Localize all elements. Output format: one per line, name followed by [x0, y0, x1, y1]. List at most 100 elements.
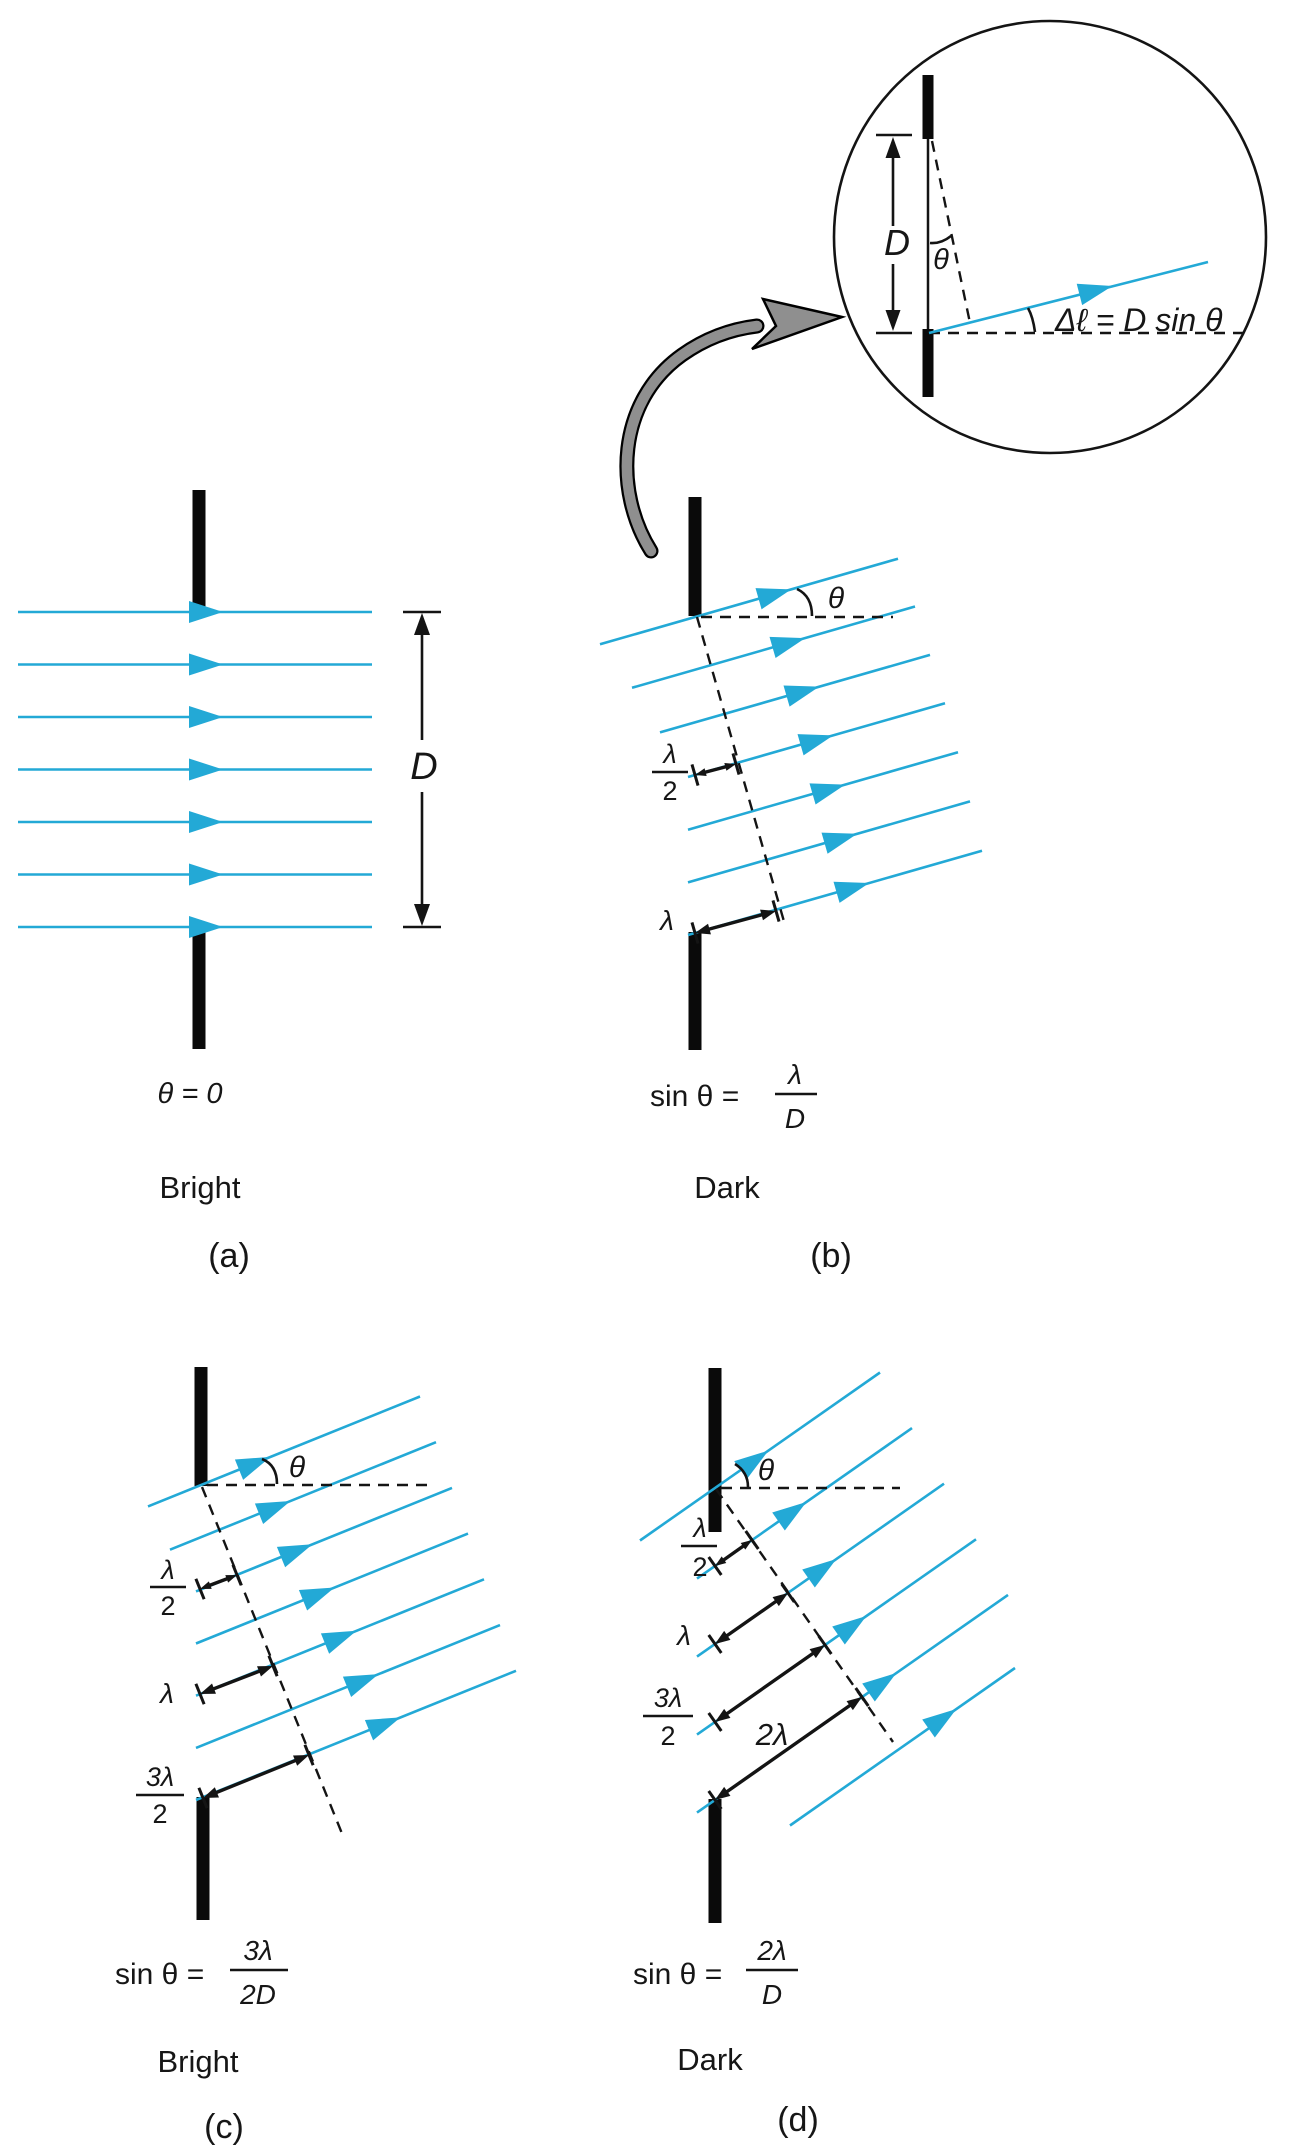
panel-c-half-wavelength-den: 2 [160, 1591, 175, 1621]
panel-d-half-wavelength-num: λ [691, 1513, 706, 1543]
panel-d: θ λ 2 λ 3λ 2 2λ sin θ = 2λ D Dark (d) [633, 1368, 1016, 2139]
panel-b-theta-arc [796, 587, 814, 617]
panel-c-theta-arc [261, 1457, 279, 1485]
inset-theta-arc [929, 234, 952, 245]
ray-arrowhead-icon [922, 1709, 957, 1738]
panel-d-measures [707, 1530, 870, 1810]
measure-arrowhead-icon [715, 1786, 731, 1800]
measure-arrowhead-icon [724, 762, 736, 771]
ray-arrowhead-icon [802, 1559, 837, 1588]
measure-arrowhead-icon [200, 1581, 212, 1589]
ray-arrowhead-icon [189, 863, 223, 886]
panel-c-three-half-num: 3λ [146, 1762, 174, 1792]
ray-arrowhead-icon [254, 1501, 291, 1524]
ray-arrowhead-icon [320, 1630, 357, 1654]
path-difference-arrow [204, 1666, 269, 1694]
panel-b-rays [599, 557, 983, 937]
panel-b-theta-label: θ [828, 582, 845, 615]
panel-d-caption: (d) [777, 2101, 819, 2139]
ray-arrowhead-icon [833, 881, 870, 903]
panel-a-result-label: Bright [160, 1170, 241, 1205]
panel-a-caption: (a) [208, 1237, 250, 1275]
panel-b-half-wavelength-num: λ [661, 739, 676, 769]
path-difference-arrow [700, 910, 771, 934]
inset-slit-bar-top [922, 75, 934, 139]
ray-arrowhead-icon [755, 588, 792, 610]
panel-b-slit-bar-top [688, 497, 702, 616]
measure-arrowhead-icon [695, 768, 707, 777]
inset-hypotenuse-dashed [930, 140, 972, 324]
path-difference-arrow [207, 1755, 305, 1798]
measure-arrowhead-icon [200, 1683, 216, 1694]
panel-d-result-label: Dark [677, 2042, 743, 2077]
panel-b-wavelength-label: λ [658, 905, 674, 936]
panel-b-caption: (b) [810, 1237, 852, 1275]
path-difference-arrow [718, 1595, 785, 1642]
ray-arrowhead-icon [832, 1616, 867, 1645]
panel-c-slit-bar-bottom [196, 1797, 210, 1920]
measure-arrowhead-icon [293, 1755, 309, 1766]
inset-detail: D θ Δℓ = D sin θ [832, 19, 1268, 455]
panel-c-formula-num: 3λ [243, 1935, 272, 1966]
path-difference-arrow [700, 763, 731, 776]
ray-arrowhead-icon [364, 1717, 401, 1741]
panel-b-formula-den: D [785, 1103, 805, 1134]
inset-ray-arrowhead-icon [1076, 283, 1113, 306]
ray-arrowhead-icon [189, 758, 223, 781]
light-ray [147, 1395, 421, 1508]
panel-c-slit-bar-top [194, 1367, 208, 1486]
panel-a-angle-label: θ = 0 [158, 1078, 223, 1110]
pointer-arrowhead-icon [751, 297, 847, 351]
measure-arrowhead-icon [225, 1575, 237, 1583]
measure-arrowhead-icon [715, 1630, 731, 1644]
wavefront-tick [771, 900, 781, 922]
inset-slit-bar-bottom [922, 329, 934, 397]
panel-d-three-half-num: 3λ [654, 1683, 682, 1713]
ray-arrowhead-icon [298, 1587, 335, 1611]
measure-arrowhead-icon [772, 1593, 788, 1607]
panel-c-wavefront-dashed [200, 1486, 345, 1837]
ray-arrowhead-icon [342, 1674, 379, 1698]
ray-arrowhead-icon [772, 1502, 807, 1531]
panel-d-slit-bar-top [708, 1368, 722, 1532]
panel-a-slit-bar-top [192, 490, 206, 608]
panel-b-wavefront-dashed [695, 616, 787, 926]
ray-arrowhead-icon [769, 636, 806, 659]
ray-arrowhead-icon [189, 653, 223, 676]
pointer-arrow-body [621, 320, 763, 557]
panel-b-formula-num: λ [786, 1059, 802, 1090]
panel-d-theta-arc [734, 1462, 750, 1488]
light-ray [195, 1486, 453, 1593]
panel-c-measures [194, 1564, 315, 1809]
ray-arrowhead-icon [276, 1544, 313, 1568]
ray-arrowhead-icon [189, 601, 223, 623]
panel-c-result-label: Bright [158, 2044, 239, 2079]
ray-arrowhead-icon [783, 685, 820, 707]
panel-c-half-wavelength-num: λ [159, 1555, 174, 1585]
inset-light-ray [928, 260, 1209, 335]
panel-c-caption: (c) [204, 2108, 244, 2146]
ray-arrowhead-icon [189, 811, 223, 833]
panel-b-half-wavelength-den: 2 [662, 776, 677, 806]
measure-arrowhead-icon [809, 1645, 825, 1659]
panel-a: D θ = 0 Bright (a) [18, 490, 441, 1275]
light-ray [789, 1666, 1016, 1827]
ray-arrowhead-icon [862, 1673, 897, 1702]
panel-c-rays [147, 1395, 517, 1802]
panel-c-formula-lhs: sin θ = [115, 1958, 204, 1991]
ray-arrowhead-icon [234, 1456, 271, 1480]
panel-c-formula-den: 2D [239, 1979, 276, 2010]
measure-arrowhead-icon [760, 909, 776, 921]
inset-pointer [619, 297, 847, 559]
panel-a-dim-arrow-down-icon [414, 904, 430, 926]
light-ray [169, 1440, 437, 1551]
panel-c-wavelength-label: λ [158, 1678, 174, 1709]
panel-d-formula-num: 2λ [756, 1935, 786, 1966]
panel-d-two-wavelength-label: 2λ [755, 1717, 789, 1752]
inset-ray-angle-arc [1026, 307, 1037, 333]
measure-arrowhead-icon [715, 1708, 731, 1722]
measure-arrowhead-icon [846, 1697, 862, 1711]
ray-arrowhead-icon [809, 783, 846, 805]
measure-arrowhead-icon [203, 1787, 219, 1798]
